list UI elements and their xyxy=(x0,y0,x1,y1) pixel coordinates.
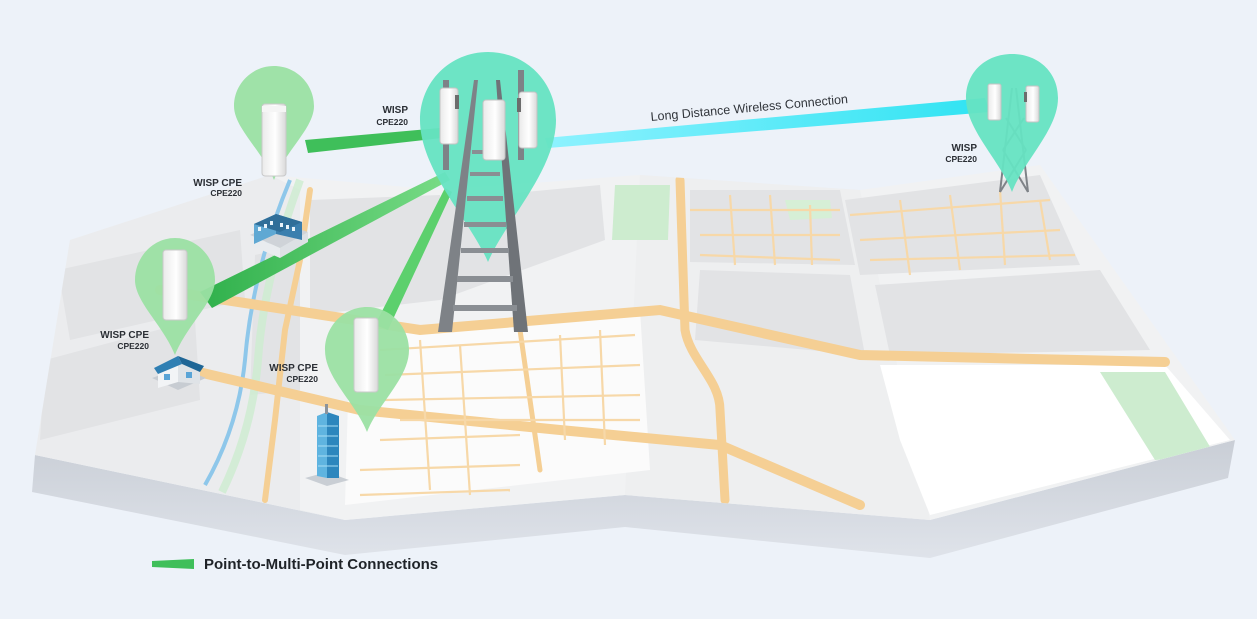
label-cpe-left-title: WISP CPE xyxy=(100,330,149,341)
cpe-device-icon-far-1 xyxy=(987,83,1002,121)
label-cpe-left-model: CPE220 xyxy=(117,341,149,351)
label-cpe-top: WISP CPE CPE220 xyxy=(193,178,242,198)
label-wisp-main: WISP CPE220 xyxy=(376,105,408,127)
point-to-multipoint-beams xyxy=(200,128,452,330)
label-cpe-top-model: CPE220 xyxy=(210,188,242,198)
p2mp-beam-top-cpe xyxy=(305,128,442,153)
long-distance-link: Long Distance Wireless Connection xyxy=(545,92,990,148)
map-content xyxy=(40,175,1230,515)
cpe-device-icon-main-2 xyxy=(482,99,506,161)
house-icon xyxy=(152,356,206,390)
legend-swatch-icon xyxy=(152,559,194,569)
label-cpe-left: WISP CPE CPE220 xyxy=(100,330,149,351)
long-distance-beam xyxy=(545,98,990,148)
skyscraper-icon xyxy=(305,404,349,486)
cpe-device-icon-far-2 xyxy=(1024,85,1040,123)
folded-city-map xyxy=(32,165,1235,558)
cpe-device-icon-main-1 xyxy=(439,87,459,145)
cpe-device-icon-center xyxy=(353,317,379,393)
building-icon xyxy=(250,214,308,258)
label-wisp-main-title: WISP xyxy=(382,105,408,116)
minor-roads xyxy=(359,189,1076,497)
legend-label: Point-to-Multi-Point Connections xyxy=(204,555,439,573)
legend: Point-to-Multi-Point Connections xyxy=(152,553,438,575)
park-1 xyxy=(612,185,670,240)
map-shadow xyxy=(32,440,1235,558)
label-cpe-top-title: WISP CPE xyxy=(193,178,242,189)
p2mp-beam-left-cpe xyxy=(200,172,450,308)
cpe-device-icon-left xyxy=(162,249,188,321)
label-cpe-center-title: WISP CPE xyxy=(269,363,318,374)
park-2 xyxy=(1100,372,1215,460)
p2mp-beam-center-cpe xyxy=(375,188,452,330)
label-wisp-far: WISP CPE220 xyxy=(945,143,977,164)
label-cpe-center: WISP CPE CPE220 xyxy=(269,363,318,384)
label-cpe-center-model: CPE220 xyxy=(286,374,318,384)
label-wisp-far-model: CPE220 xyxy=(945,154,977,164)
cpe-device-icon-top xyxy=(261,103,287,177)
label-wisp-far-title: WISP xyxy=(951,143,977,154)
label-wisp-main-model: CPE220 xyxy=(376,117,408,127)
cpe-device-icon-main-3 xyxy=(517,91,538,149)
